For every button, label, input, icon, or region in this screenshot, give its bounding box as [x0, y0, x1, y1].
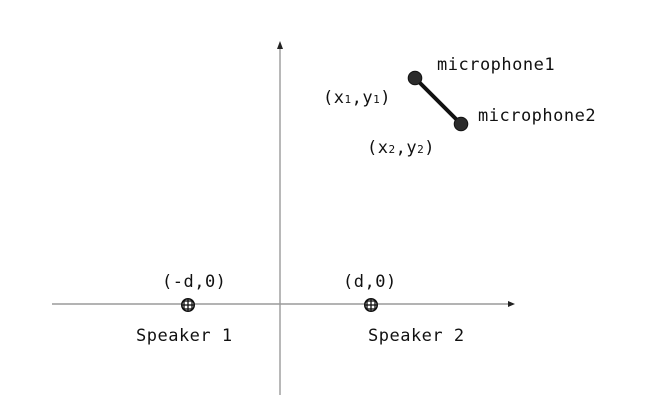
microphone-2-coordinate-suffix: )	[424, 138, 435, 158]
microphone-1-coordinate-suffix: )	[380, 88, 391, 108]
speaker-1-coordinate-label: (-d,0)	[162, 272, 226, 292]
microphone-connector	[413, 76, 463, 126]
microphone-1-coordinate-prefix: (x	[323, 88, 344, 108]
speaker-2-marker-icon	[363, 297, 378, 312]
speaker-1: (-d,0) Speaker 1	[136, 272, 233, 346]
microphone-2-coordinate-sub-1: 2	[388, 143, 395, 156]
y-axis-arrowhead	[277, 41, 283, 49]
axes	[52, 41, 515, 395]
microphone-2-label: microphone2	[478, 106, 596, 126]
speaker-1-label: Speaker 1	[136, 326, 233, 346]
speaker-2-coordinate-label: (d,0)	[343, 272, 397, 292]
microphone-1-coordinate-middle: ,y	[352, 88, 373, 108]
microphone-2-coordinate-prefix: (x	[367, 138, 388, 158]
microphone-pair: microphone1 (x1,y1) microphone2 (x2,y2)	[323, 55, 596, 158]
microphone-2-coordinate-label: (x2,y2)	[367, 138, 435, 158]
microphone-2-coordinate-sub-2: 2	[417, 143, 424, 156]
speaker-2: (d,0) Speaker 2	[343, 272, 465, 346]
x-axis-arrowhead	[508, 301, 515, 307]
speaker-2-label: Speaker 2	[368, 326, 465, 346]
speaker-1-marker-icon	[181, 297, 196, 312]
microphone-1-coordinate-sub-1: 1	[344, 93, 351, 106]
microphone-1: microphone1 (x1,y1)	[323, 55, 555, 108]
microphone-2: microphone2 (x2,y2)	[367, 106, 596, 158]
microphone-1-dot-icon	[407, 70, 423, 86]
microphone-1-coordinate-sub-2: 1	[373, 93, 380, 106]
microphone-1-coordinate-label: (x1,y1)	[323, 88, 391, 108]
microphone-2-dot-icon	[453, 116, 469, 132]
microphone-1-label: microphone1	[437, 55, 555, 75]
microphone-2-coordinate-middle: ,y	[396, 138, 417, 158]
